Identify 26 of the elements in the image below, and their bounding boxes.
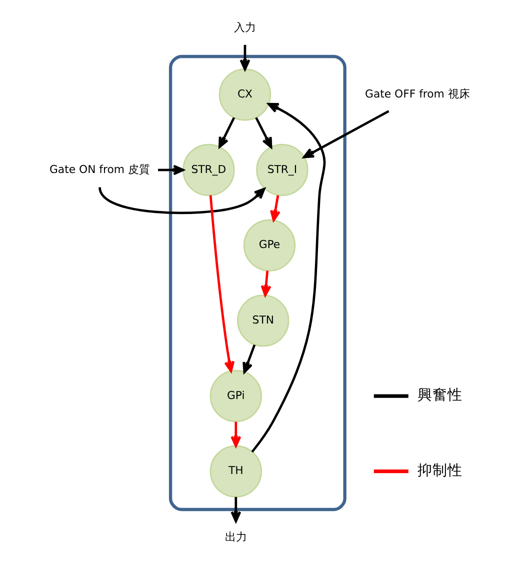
node-circle: CX xyxy=(218,68,271,121)
node-circle: STR_I xyxy=(256,144,308,196)
arrow xyxy=(302,110,389,158)
node-text: 入力 xyxy=(233,21,256,34)
arrow xyxy=(260,270,271,296)
node-circle: TH xyxy=(209,445,262,498)
arrow xyxy=(250,102,326,453)
legend-label: 抑制性 xyxy=(416,462,462,479)
arrow xyxy=(239,44,250,70)
arrow xyxy=(270,195,280,222)
arrow xyxy=(158,164,184,176)
node-circle: STN xyxy=(236,294,289,347)
node-circle: GPe xyxy=(242,219,296,272)
legend-label: 興奮性 xyxy=(416,387,462,404)
arrow xyxy=(230,422,241,448)
arrow xyxy=(254,117,272,148)
node-text: 出力 xyxy=(224,530,246,544)
arrow xyxy=(242,344,256,374)
arrow xyxy=(208,195,234,372)
node-text: Gate ON from 皮質 xyxy=(49,162,150,176)
node-circle: STR_D xyxy=(182,144,234,196)
arrow xyxy=(230,497,241,522)
node-circle: GPi xyxy=(209,370,262,422)
arrow xyxy=(98,186,265,214)
node-text: Gate OFF from 視床 xyxy=(364,87,470,100)
arrow xyxy=(218,117,235,148)
